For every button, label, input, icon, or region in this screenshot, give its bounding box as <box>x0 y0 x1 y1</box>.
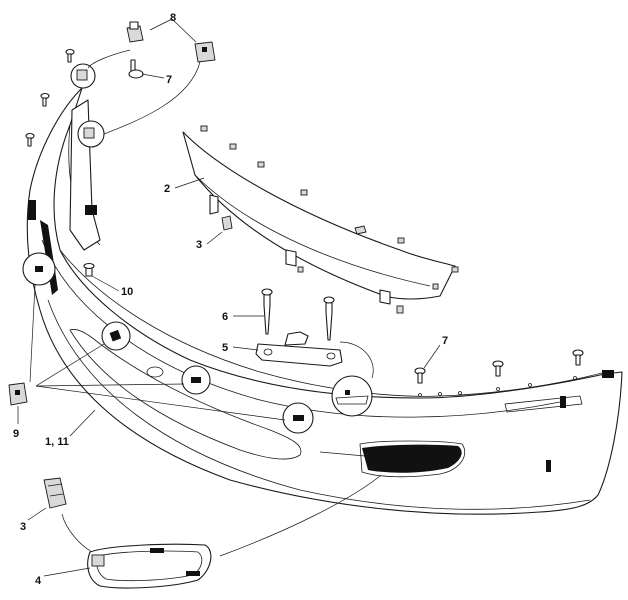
small-clips <box>83 215 233 277</box>
callout-6: 6 <box>222 311 228 323</box>
leader-lines <box>17 18 441 577</box>
clip-item-9 <box>8 382 28 406</box>
callout-5: 5 <box>222 342 228 354</box>
callout-1-11: 1, 11 <box>45 436 69 448</box>
upper-bracket <box>182 125 459 314</box>
detail-circles-face <box>101 321 314 434</box>
callout-7-top: 7 <box>166 74 172 86</box>
fog-lamp-bezel <box>43 477 212 589</box>
callout-9: 9 <box>13 428 19 440</box>
detail-circles-left <box>22 63 105 286</box>
callout-3-lower: 3 <box>20 521 26 533</box>
callout-10: 10 <box>121 286 133 298</box>
right-screws <box>414 349 584 384</box>
callouts: 8 7 2 3 10 6 5 7 9 1, 11 3 4 <box>13 12 448 587</box>
callout-8: 8 <box>170 12 176 24</box>
callout-7-right: 7 <box>442 335 448 347</box>
callout-2: 2 <box>164 183 170 195</box>
callout-3-upper: 3 <box>196 239 202 251</box>
center-bracket <box>255 288 343 367</box>
callout-4: 4 <box>35 575 42 587</box>
detail-circle-bracket <box>331 341 374 417</box>
